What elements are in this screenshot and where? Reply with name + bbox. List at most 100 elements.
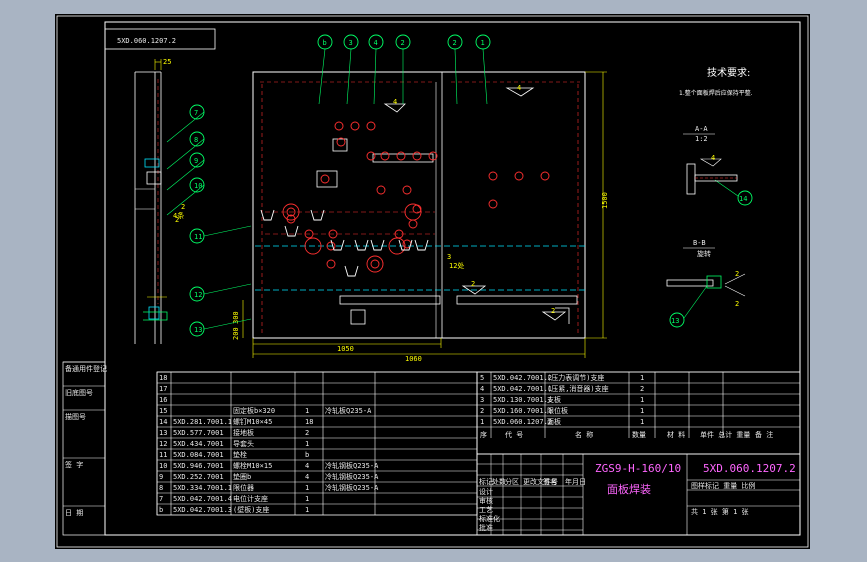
hole (326, 241, 336, 251)
parts-header-cell: 名 称 (575, 430, 593, 439)
part-qty: 4 (305, 462, 309, 470)
drawing-canvas[interactable]: 5XD.060.1207.2 25 2 4条 (55, 14, 810, 549)
part-no: 17 (159, 385, 167, 393)
part-code: 5XD.434.7001 (173, 440, 224, 448)
section-a-title: A-A (695, 125, 708, 133)
hole (380, 151, 390, 161)
part-no: 11 (159, 451, 167, 459)
part-material: 冷轧板Q235-A (325, 406, 372, 415)
part-code: 5XD.281.7001.1 (173, 418, 232, 426)
part-right-code: 5XD.160.7001.1 (493, 407, 552, 415)
drawing-number-stamp-box (104, 28, 216, 50)
weld-label-4: 2 (471, 280, 475, 288)
part-no: 9 (159, 473, 163, 481)
side-note-2: 2 (181, 203, 185, 211)
balloon-left-label: 8 (194, 136, 198, 144)
section-b-title: B-B (693, 239, 706, 247)
large-hole (282, 203, 300, 221)
title-block-label: 标准化 (479, 514, 500, 523)
part-name: 垫圈b (233, 472, 251, 481)
hole (350, 121, 360, 131)
part-qty: 1 (305, 407, 309, 415)
parts-header-cell: 材 料 (667, 430, 685, 439)
hole (366, 121, 376, 131)
part-right-code: 5XD.060.1207.2 (493, 418, 552, 426)
part-right-qty: 1 (640, 374, 644, 382)
balloon-13-section-label: 13 (671, 317, 679, 325)
title-block-label: 更改文件号 (523, 477, 558, 486)
part-material: 冷轧钢板Q235-A (325, 472, 379, 481)
part-code: 5XD.042.7001.4 (173, 495, 232, 503)
weld-symbols: 4 4 2 2 3 12处 2 (175, 84, 570, 324)
section-b-weld-b: 2 (735, 300, 739, 308)
section-b-note: 旋转 (697, 249, 711, 258)
part-qty: 1 (305, 495, 309, 503)
holes-layer (282, 121, 550, 273)
part-code: 5XD.042.7001.3 (173, 506, 232, 514)
part-no: 8 (159, 484, 163, 492)
large-hole (304, 237, 322, 255)
u-bracket (260, 209, 275, 221)
weld-label-1: 4 (517, 84, 521, 92)
balloon-left-label: 9 (194, 157, 198, 165)
dim-height-1500: 1500 (601, 192, 609, 209)
tech-note: 1.整个面板焊后应保持平整. (679, 89, 753, 97)
part-qty: 1 (305, 440, 309, 448)
dim-width-1050: 1050 (337, 345, 354, 353)
part-right-no: 2 (480, 407, 484, 415)
part-name: (壁板)支座 (233, 505, 269, 514)
part-name: 螺钉M10×45 (233, 417, 272, 426)
hole (514, 171, 524, 181)
balloon-top-label: 2 (401, 39, 405, 47)
section-a-scale: 1:2 (695, 135, 708, 143)
part-name: 导套头 (233, 439, 254, 448)
part-no: 12 (159, 440, 167, 448)
section-a-weld: 4 (711, 154, 715, 162)
part-qty: 2 (305, 429, 309, 437)
balloon-left-label: 12 (194, 291, 202, 299)
part-code: 5XD.946.7001 (173, 462, 224, 470)
part-right-no: 1 (480, 418, 484, 426)
part-right-code: 5XD.130.7001.1 (493, 396, 552, 404)
tech-title: 技术要求: (707, 66, 750, 79)
u-bracket (370, 239, 385, 251)
drawing-number-stamp: 5XD.060.1207.2 (117, 37, 176, 45)
weld-label-3: 2 (551, 307, 555, 315)
part-right-name: 面板 (547, 417, 561, 426)
part-right-name: (压力表调节)支座 (547, 373, 604, 382)
part-right-code: 5XD.042.7001.1 (493, 385, 552, 393)
title-model: ZGS9-H-160/10 (595, 462, 681, 475)
brackets-layer (260, 209, 429, 277)
side-note-4: 4条 (173, 211, 184, 220)
part-right-code: 5XD.042.7001.2 (493, 374, 552, 382)
hole (304, 229, 314, 239)
title-block-label: 审核 (479, 496, 493, 505)
balloon-14[interactable] (737, 190, 753, 206)
title-block-signatures: 标记处数分区更改文件号签名年月日设计审核工艺标准化批准 (477, 454, 586, 535)
drawing-sheet: 5XD.060.1207.2 25 2 4条 (55, 14, 810, 549)
section-b-weld-a: 2 (735, 270, 739, 278)
hole (336, 137, 346, 147)
u-bracket (354, 239, 369, 251)
part-code: 5XD.252.7001 (173, 473, 224, 481)
hole (334, 121, 344, 131)
balloon-left-label: 7 (194, 109, 198, 117)
hole (366, 151, 376, 161)
title-sheet: 共 1 张 第 1 张 (691, 507, 749, 516)
outer-frame (56, 15, 809, 548)
title-code: 5XD.060.1207.2 (703, 462, 796, 475)
large-hole (404, 203, 422, 221)
left-stamp-label: 描图号 (65, 412, 86, 421)
parts-header-cell: 备 注 (755, 430, 773, 439)
part-no: 13 (159, 429, 167, 437)
balloon-top-label: 2 (453, 39, 457, 47)
part-no: 15 (159, 407, 167, 415)
title-block-label: 标记 (479, 477, 493, 486)
weld-label-5: 3 (447, 253, 451, 261)
left-stamp-label: 日 期 (65, 509, 83, 517)
part-qty: 4 (305, 473, 309, 481)
balloon-13-section[interactable] (669, 312, 685, 328)
